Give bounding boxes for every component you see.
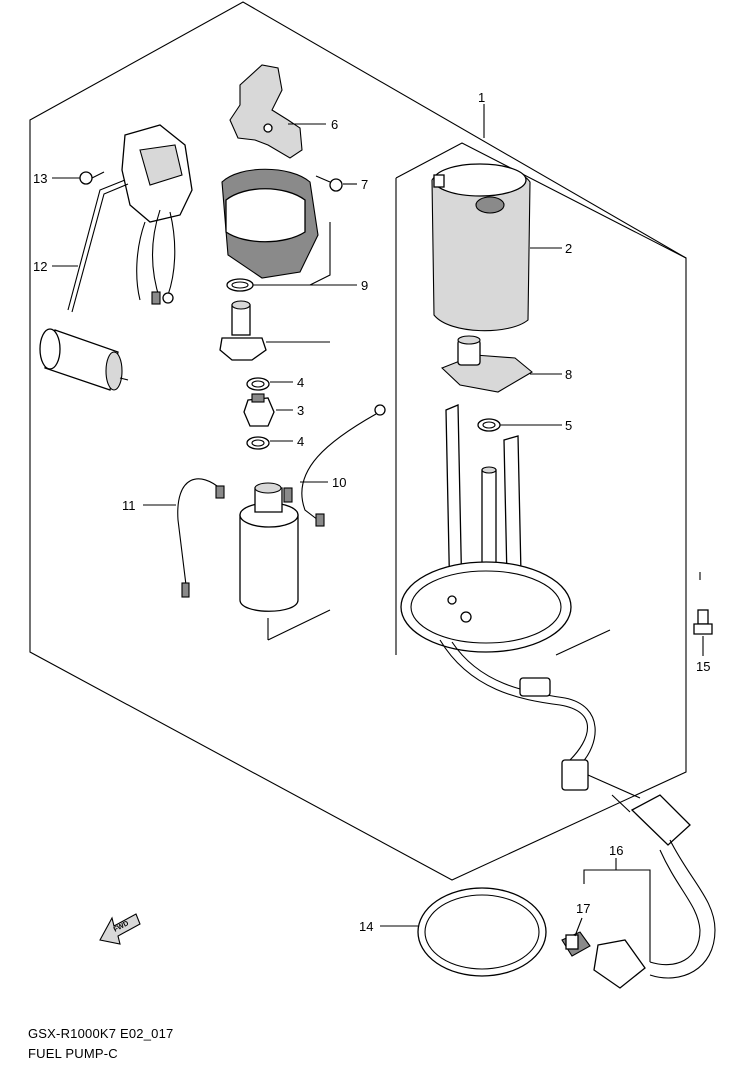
float-arm-part-12: [67, 179, 129, 313]
callout-2: 2: [565, 241, 572, 256]
callout-6: 6: [331, 117, 338, 132]
screw-part-7: [315, 175, 343, 192]
bolt-part-15: [693, 609, 713, 635]
regulator-cover: [221, 168, 331, 286]
callout-13: 13: [33, 171, 47, 186]
wire-part-10: [301, 404, 386, 527]
pressure-regulator: [219, 300, 330, 361]
o-ring-part-9: [226, 278, 254, 292]
callout-5: 5: [565, 418, 572, 433]
callout-15: 15: [696, 659, 710, 674]
model-code: GSX-R1000K7 E02_017: [28, 1026, 174, 1041]
screw-part-13: [79, 171, 105, 185]
fuel-hose-part-16: [593, 794, 716, 989]
clip-part-17: [561, 931, 591, 957]
callout-4-upper: 4: [297, 375, 304, 390]
gasket-part-14: [417, 887, 547, 977]
callout-14: 14: [359, 919, 373, 934]
o-ring-part-4-lower: [246, 436, 270, 450]
leader-lines: [52, 104, 704, 962]
pump-holder-part-2: [431, 163, 531, 332]
assembly-outline: [29, 1, 701, 881]
forward-arrow-icon: FWD: [99, 913, 141, 945]
filter-part-3: [243, 393, 275, 427]
callout-11: 11: [122, 498, 136, 513]
callout-8: 8: [565, 367, 572, 382]
pump-base-assembly: [400, 404, 641, 799]
callout-4-lower: 4: [297, 434, 304, 449]
wire-part-11: [177, 478, 225, 598]
o-ring-part-4-upper: [246, 377, 270, 391]
callout-16: 16: [609, 843, 623, 858]
callout-labels: 1 2 3 4 4 5 6 7 8 9 10 11 12 13 14 15 16…: [33, 90, 710, 934]
bracket-part-6: [229, 64, 303, 159]
strainer-part-8: [440, 335, 533, 393]
callout-12: 12: [33, 259, 47, 274]
sender-unit: [121, 124, 193, 305]
float: [39, 328, 129, 391]
diagram-title: FUEL PUMP-C: [28, 1046, 118, 1061]
callout-3: 3: [297, 403, 304, 418]
fuel-pump-motor: [239, 482, 299, 612]
callout-9: 9: [361, 278, 368, 293]
o-ring-part-5: [477, 418, 501, 432]
callout-10: 10: [332, 475, 346, 490]
callout-1: 1: [478, 90, 485, 105]
callout-17: 17: [576, 901, 590, 916]
callout-7: 7: [361, 177, 368, 192]
